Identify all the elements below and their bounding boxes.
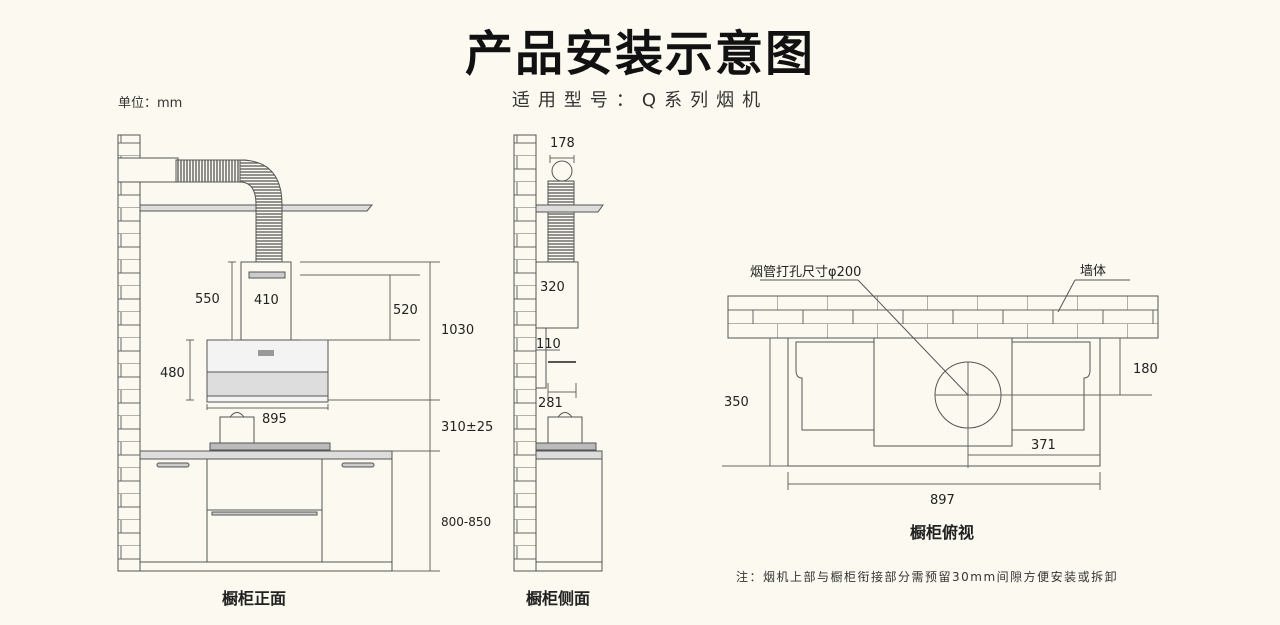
- dim-upper-height: 520: [393, 303, 418, 318]
- base-cabinet: [139, 450, 393, 572]
- dim-top-width: 897: [930, 493, 955, 508]
- dim-depth: 320: [540, 280, 565, 295]
- cabinet-right-drawer: [1011, 341, 1091, 431]
- side-hood-front: [535, 327, 547, 389]
- wall-leader: [1057, 279, 1130, 313]
- side-pot: [547, 416, 583, 444]
- side-view: 178 320 110 281: [513, 134, 604, 572]
- side-duct: [547, 180, 575, 266]
- side-wall: [513, 134, 537, 572]
- cabinet-left-drawer: [795, 341, 875, 431]
- top-wall: [727, 295, 1159, 339]
- ceiling-beam: [117, 157, 179, 183]
- front-view: 550 410 520 1030 480 895 310±25 800-850: [117, 134, 493, 572]
- side-hood-body: [535, 261, 579, 329]
- dim-cabinet-height: 800-850: [441, 515, 491, 529]
- dim-hood-height: 480: [160, 366, 185, 381]
- dim-top-depth: 350: [724, 395, 749, 410]
- dim-duct-diameter: 178: [550, 136, 575, 151]
- side-cabinet: [535, 450, 603, 572]
- top-view-caption: 橱柜俯视: [910, 523, 975, 542]
- side-view-caption: 橱柜侧面: [526, 589, 591, 608]
- duct-bend: [239, 159, 283, 206]
- hole-leader: [857, 279, 969, 396]
- page-title: 产品安装示意图: [464, 26, 815, 82]
- dim-hood-width: 895: [262, 412, 287, 427]
- top-view: 烟管打孔尺寸φ200 墙体 350 180 371 897: [722, 264, 1159, 508]
- dim-hole-offset: 180: [1133, 362, 1158, 377]
- dim-gap: 310±25: [441, 420, 493, 435]
- duct-section: [551, 160, 573, 182]
- unit-label: 单位：mm: [118, 96, 183, 111]
- side-shelf: [535, 204, 604, 213]
- dim-hole-center: 371: [1031, 438, 1056, 453]
- dim-offset: 110: [536, 337, 561, 352]
- installation-note: 注：烟机上部与橱柜衔接部分需预留30mm间隙方便安装或拆卸: [736, 570, 1119, 584]
- pot: [219, 416, 255, 444]
- dim-distance: 281: [538, 396, 563, 411]
- gas-stove: [209, 442, 331, 451]
- wall-label: 墙体: [1080, 264, 1106, 279]
- front-wall: [117, 134, 141, 572]
- dim-total-height: 1030: [441, 323, 474, 338]
- dim-duct-height: 550: [195, 292, 220, 307]
- duct-vertical: [255, 204, 283, 266]
- hole-label: 烟管打孔尺寸φ200: [750, 265, 861, 280]
- page-subtitle: 适用型号：Q系列烟机: [511, 90, 769, 111]
- front-view-caption: 橱柜正面: [222, 589, 287, 608]
- duct-horizontal: [175, 159, 247, 183]
- dim-duct-width: 410: [254, 293, 279, 308]
